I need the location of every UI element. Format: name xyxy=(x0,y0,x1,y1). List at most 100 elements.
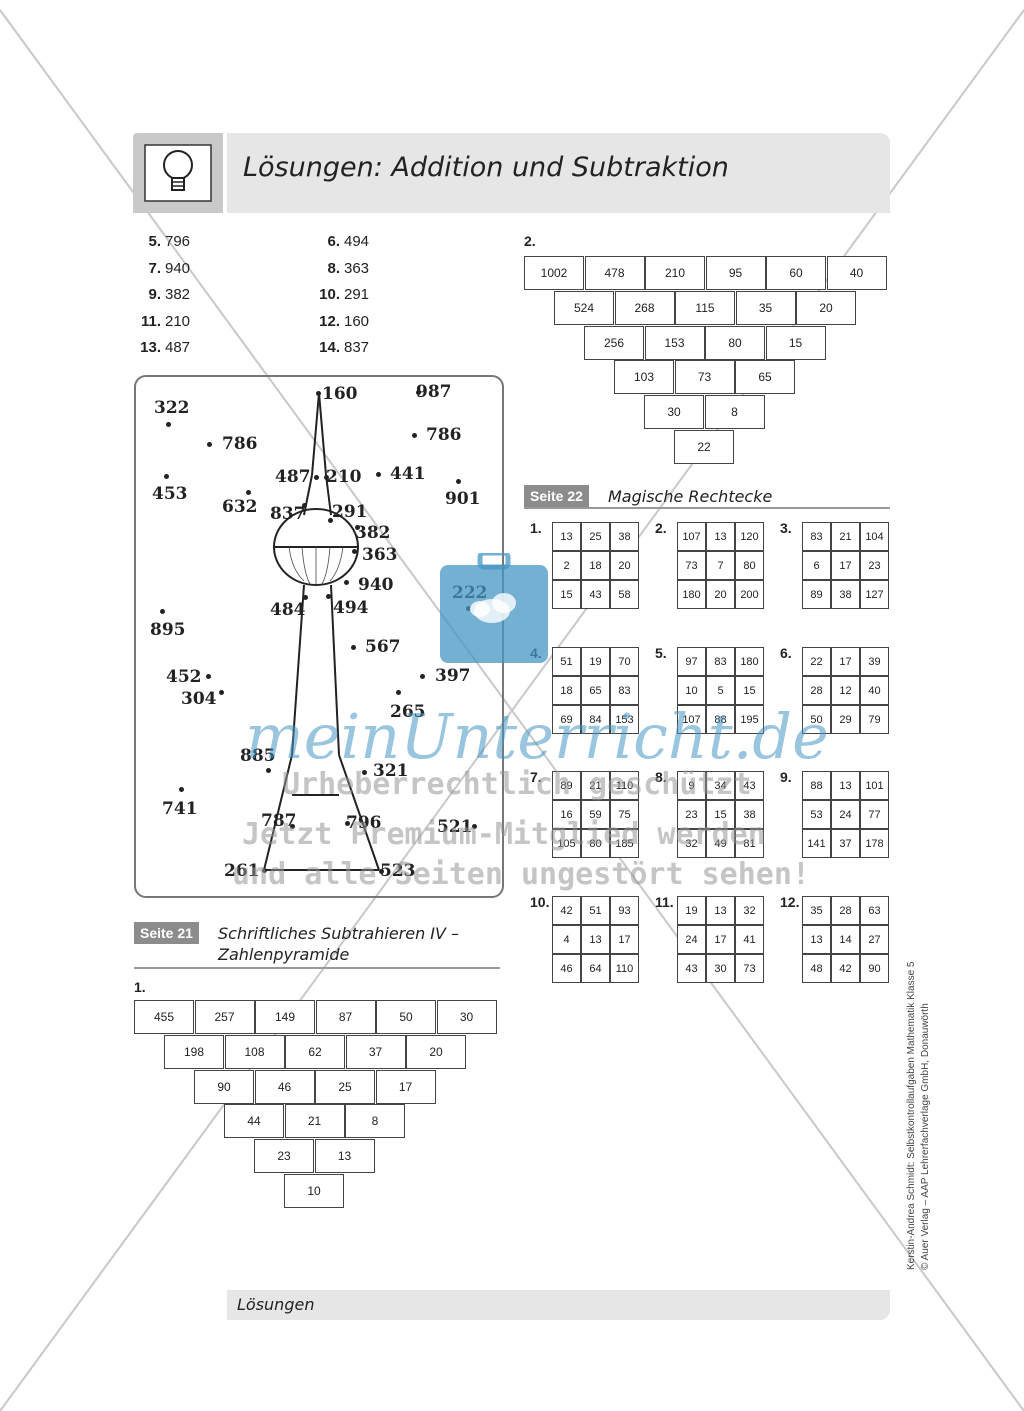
tower-number: 901 xyxy=(445,489,481,509)
tower-dot xyxy=(379,869,384,874)
tower-dot xyxy=(344,580,349,585)
pyramid-cell: 10 xyxy=(284,1174,344,1208)
tower-drawing xyxy=(263,392,380,871)
seite21-rule xyxy=(134,967,500,969)
pyramid-cell: 95 xyxy=(705,256,766,290)
pyramid-cell: 30 xyxy=(644,395,704,430)
tower-dot xyxy=(316,391,321,396)
answer-item: 10.291 xyxy=(312,286,382,303)
answer-value: 837 xyxy=(344,339,370,356)
magic-cell: 81 xyxy=(735,829,764,858)
pyramid-cell: 20 xyxy=(796,290,856,325)
pyramid-cell: 21 xyxy=(284,1104,345,1139)
magic-cell: 80 xyxy=(581,829,610,858)
magic-cell: 153 xyxy=(610,705,639,734)
magic-cell: 73 xyxy=(677,551,706,580)
magic-cell: 70 xyxy=(610,647,639,676)
magic-cell: 34 xyxy=(706,771,735,800)
tower-dot xyxy=(166,422,171,427)
tower-number: 452 xyxy=(166,667,202,687)
magic-cell: 13 xyxy=(831,771,860,800)
magic-cell: 5 xyxy=(706,676,735,705)
pyramid-cell: 80 xyxy=(705,325,765,360)
magic-cell: 15 xyxy=(552,580,581,609)
magic-cell: 17 xyxy=(831,647,860,676)
magic-cell: 15 xyxy=(706,800,735,829)
magic-cell: 77 xyxy=(860,800,889,829)
magic-cell: 24 xyxy=(831,800,860,829)
magic-cell: 28 xyxy=(831,896,860,925)
magic-cell: 15 xyxy=(735,676,764,705)
tower-number: 321 xyxy=(373,761,409,781)
magic-cell: 13 xyxy=(552,522,581,551)
tower-number: 567 xyxy=(365,637,401,657)
page-title: Lösungen: Addition und Subtraktion xyxy=(243,152,729,183)
magic-cell: 69 xyxy=(552,705,581,734)
magic-cell: 24 xyxy=(677,925,706,954)
answer-value: 160 xyxy=(344,312,370,330)
seite21-title-line2: Zahlenpyramide xyxy=(218,945,350,964)
credit-line2: © Auer Verlag – AAP Lehrerfachverlage Gm… xyxy=(920,1003,931,1270)
tower-number: 787 xyxy=(261,811,297,831)
pyramid1-label: 1. xyxy=(134,979,146,995)
pyramid2-label: 2. xyxy=(524,233,536,249)
magic-cell: 35 xyxy=(802,896,831,925)
answer-value: 291 xyxy=(344,286,370,303)
tower-number: 521 xyxy=(437,817,473,837)
magic-cell: 83 xyxy=(706,647,735,676)
lightbulb-icon xyxy=(144,144,212,202)
magic-cell: 83 xyxy=(610,676,639,705)
answer-item: 8.363 xyxy=(312,260,382,277)
tower-number: 382 xyxy=(355,523,391,543)
tower-number: 363 xyxy=(362,545,398,565)
tower-dot xyxy=(420,674,425,679)
magic-cell: 46 xyxy=(552,954,581,983)
answer-item: 11.210 xyxy=(133,313,203,330)
magic-cell: 9 xyxy=(677,771,706,800)
tower-dot xyxy=(328,518,333,523)
magic-cell: 13 xyxy=(802,925,831,954)
pyramid-cell: 50 xyxy=(376,1000,436,1034)
magic-cell: 18 xyxy=(552,676,581,705)
tower-number: 160 xyxy=(322,384,358,404)
answer-number: 13. xyxy=(140,339,161,356)
pyramid-cell: 87 xyxy=(315,1000,376,1034)
pyramid-cell: 149 xyxy=(255,1000,315,1034)
magic-cell: 49 xyxy=(706,829,735,858)
tower-dot xyxy=(362,770,367,775)
magic-cell: 185 xyxy=(610,829,639,858)
pyramid-cell: 22 xyxy=(674,430,734,464)
magic-cell: 21 xyxy=(831,522,860,551)
magic-cell: 83 xyxy=(802,522,831,551)
magic-cell: 38 xyxy=(735,800,764,829)
magic-cell: 50 xyxy=(802,705,831,734)
tower-dot xyxy=(456,479,461,484)
magic-cell: 20 xyxy=(610,551,639,580)
tower-number: 523 xyxy=(380,861,416,881)
tower-dot xyxy=(164,474,169,479)
magic-cell: 101 xyxy=(860,771,889,800)
answer-number: 12. xyxy=(319,312,340,330)
magic-cell: 14 xyxy=(831,925,860,954)
magic-cell: 120 xyxy=(735,522,764,551)
magic-cell: 22 xyxy=(802,647,831,676)
magic-cell: 110 xyxy=(610,954,639,983)
magic-label: 8. xyxy=(655,769,667,785)
tower-dot xyxy=(262,868,267,873)
pyramid-cell: 524 xyxy=(554,290,614,325)
magic-cell: 84 xyxy=(581,705,610,734)
magic-cell: 7 xyxy=(706,551,735,580)
magic-cell: 17 xyxy=(610,925,639,954)
pyramid-cell: 90 xyxy=(194,1069,254,1104)
tower-number: 885 xyxy=(240,746,276,766)
magic-cell: 195 xyxy=(735,705,764,734)
answer-number: 7. xyxy=(148,259,161,277)
magic-label: 5. xyxy=(655,645,667,661)
magic-cell: 73 xyxy=(735,954,764,983)
magic-cell: 64 xyxy=(581,954,610,983)
tower-number: 940 xyxy=(358,575,394,595)
magic-cell: 88 xyxy=(706,705,735,734)
magic-cell: 32 xyxy=(735,896,764,925)
tower-number: 895 xyxy=(150,620,186,640)
